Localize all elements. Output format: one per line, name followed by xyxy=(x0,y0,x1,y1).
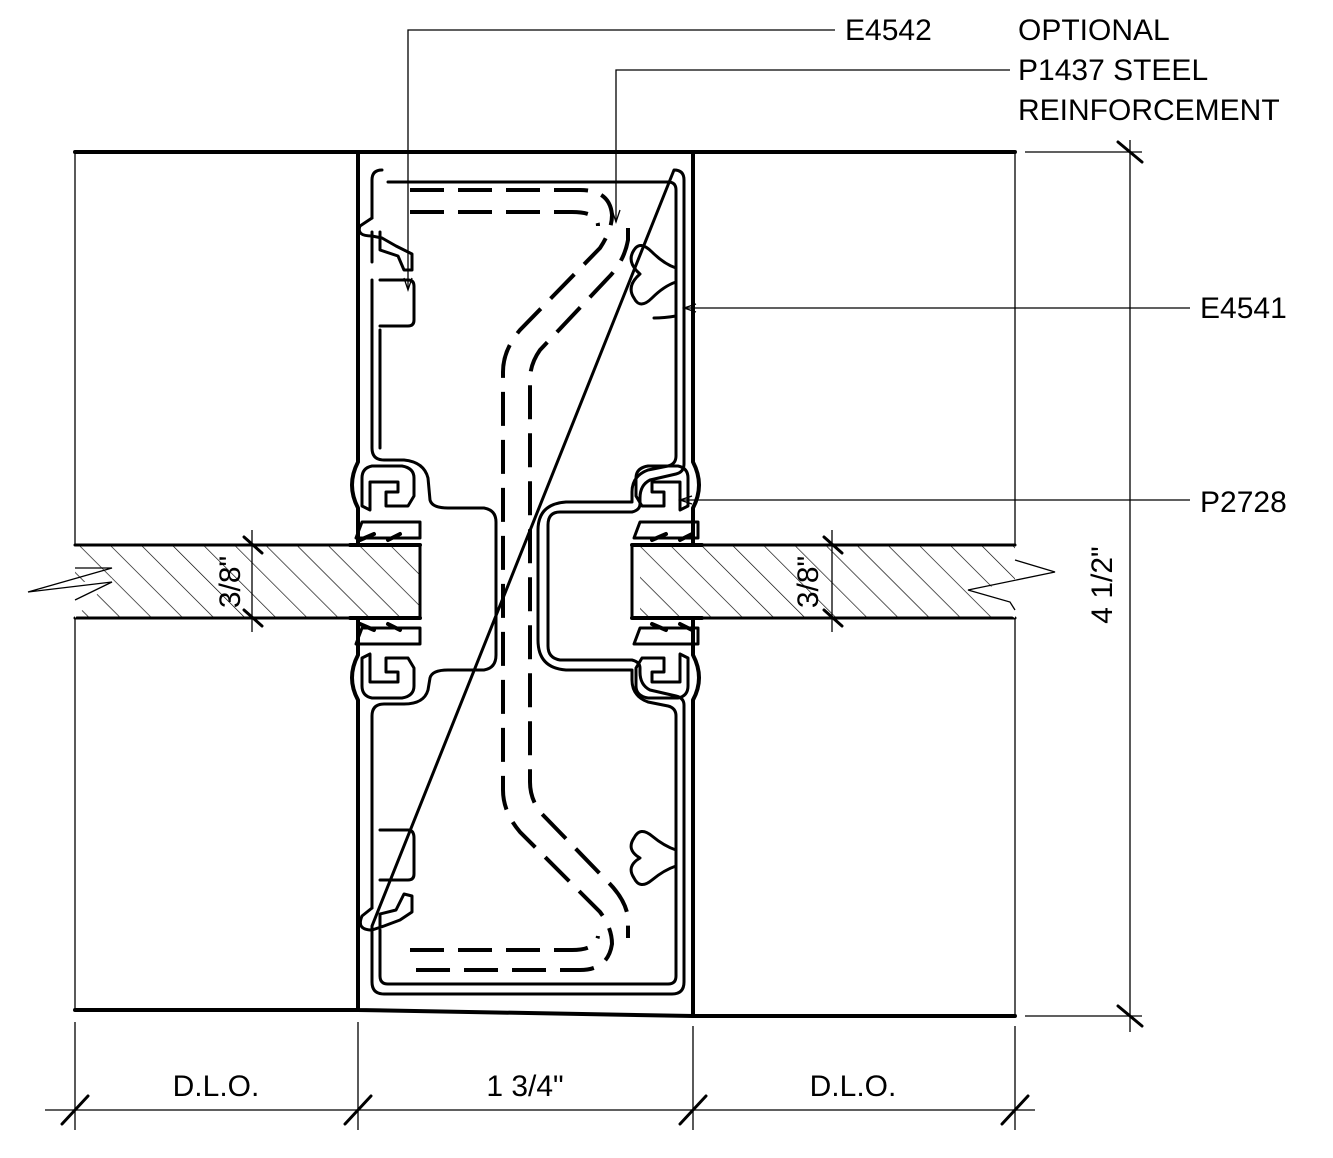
dimension-dlo-left-label: D.L.O. xyxy=(173,1070,260,1103)
dimension-glass-left xyxy=(242,530,264,632)
leader-e4542 xyxy=(403,29,835,293)
right-glazing-panel xyxy=(691,150,1017,1018)
dimension-height xyxy=(1025,140,1144,1032)
dimension-bottom-string xyxy=(45,1022,1035,1130)
callout-p2728: P2728 xyxy=(1200,486,1287,519)
leader-p2728 xyxy=(677,495,1190,505)
callout-e4542: E4542 xyxy=(845,14,932,47)
mullion-profile-e4541 xyxy=(350,150,701,1018)
leader-p1437 xyxy=(611,69,1010,225)
dimension-glass-right xyxy=(822,530,844,632)
dimension-dlo-right-label: D.L.O. xyxy=(810,1070,897,1103)
glass-lite-left xyxy=(27,543,422,620)
callout-optional-line1: OPTIONAL xyxy=(1018,14,1170,47)
dimension-glass-left-label: 3/8" xyxy=(214,556,247,608)
callout-optional-line2: P1437 STEEL xyxy=(1018,54,1208,87)
gaskets-p2728 xyxy=(348,464,704,700)
glass-lite-right xyxy=(638,543,1056,620)
callout-optional-line3: REINFORCEMENT xyxy=(1018,94,1280,127)
left-glazing-panel xyxy=(73,150,360,1012)
callout-e4541: E4541 xyxy=(1200,292,1287,325)
steel-reinforcement-p1437 xyxy=(410,188,630,972)
dimension-height-label: 4 1/2" xyxy=(1086,546,1119,623)
leader-e4541 xyxy=(681,303,1190,313)
dimension-mullion-width-label: 1 3/4" xyxy=(486,1070,563,1103)
dimension-glass-right-label: 3/8" xyxy=(792,556,825,608)
